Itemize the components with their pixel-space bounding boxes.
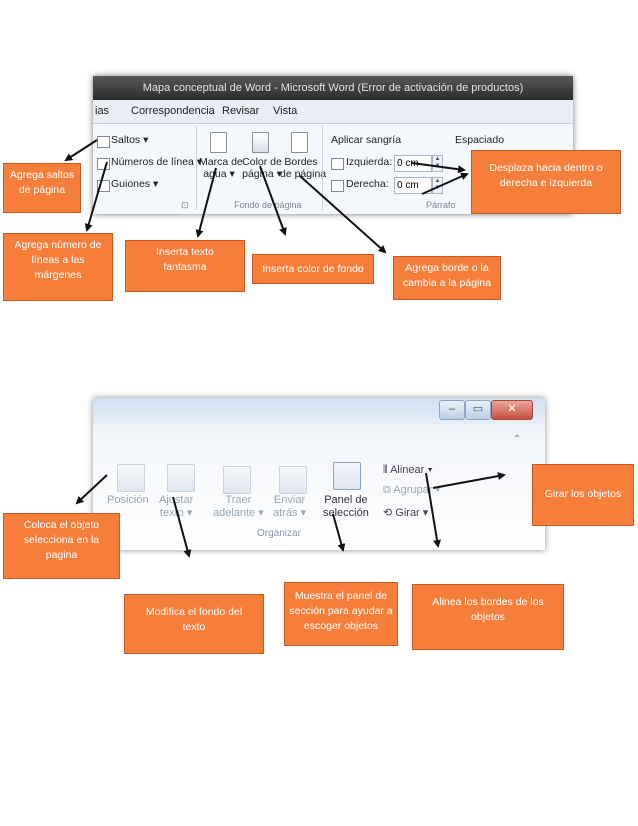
group-label-parrafo: Párrafo (426, 200, 456, 210)
watermark-icon (210, 132, 227, 153)
tab-revisar[interactable]: Revisar (222, 105, 260, 117)
arrow-izquierda (411, 162, 466, 174)
saltos-button[interactable]: Saltos ▾ (111, 134, 149, 146)
bring-forward-icon (223, 466, 251, 494)
agrupar-button[interactable]: ⧉ Agrupar ▾ (383, 484, 441, 496)
posicion-button[interactable]: Posición (107, 494, 149, 506)
group-divider (322, 126, 323, 210)
guiones-button[interactable]: Guiones ▾ (111, 178, 159, 190)
espaciado-label: Espaciado (455, 134, 505, 146)
numeros-linea-button[interactable]: Números de línea ▾ (111, 156, 203, 168)
indent-right-icon (331, 180, 344, 192)
indent-left-icon (331, 158, 344, 170)
group-divider (196, 126, 197, 210)
dialog-launcher-icon[interactable]: ⊡ (181, 200, 189, 210)
group-label-organizar: Organizar (257, 528, 301, 539)
note-color-fondo: Inserta color de fondo (252, 254, 374, 284)
izquierda-label: Izquierda: (346, 156, 393, 168)
arrow-marca-agua (195, 167, 217, 238)
close-icon[interactable]: ✕ (491, 400, 533, 420)
position-icon (117, 464, 145, 492)
note-girar: Girar los objetos (532, 464, 634, 526)
collapse-ribbon-icon[interactable]: ⌃ (513, 434, 522, 445)
arrow-color-pagina (259, 165, 287, 236)
selection-pane-icon (333, 462, 361, 490)
maximize-icon[interactable]: ▭ (465, 400, 491, 420)
ribbon-tab-bar: ias Correspondencia Revisar Vista (93, 100, 573, 124)
tab-vista[interactable]: Vista (273, 105, 298, 117)
saltos-icon (97, 136, 110, 148)
derecha-input[interactable]: 0 cm (394, 177, 432, 194)
window-title: Mapa conceptual de Word - Microsoft Word… (93, 76, 573, 100)
arrow-bordes-pagina (299, 175, 387, 254)
page-color-icon (252, 132, 269, 153)
minimize-icon[interactable]: – (439, 400, 465, 420)
group-label-fondo: Fondo de página (234, 200, 302, 210)
send-backward-icon (279, 466, 307, 494)
aplicar-sangria-label: Aplicar sangría (331, 134, 402, 146)
tab-partial[interactable]: ias (95, 105, 110, 117)
arrow-panel (332, 513, 346, 552)
arrow-saltos (64, 139, 98, 162)
alinear-button[interactable]: ⫴ Alinear ▾ (383, 464, 433, 476)
wrap-text-icon (167, 464, 195, 492)
arrow-girar (432, 472, 506, 489)
tab-correspondencia[interactable]: Correspondencia (131, 105, 215, 117)
arrow-derecha (421, 172, 469, 195)
arrow-numeros-linea (84, 161, 108, 232)
derecha-label: Derecha: (346, 178, 389, 190)
page-borders-icon (291, 132, 308, 153)
girar-button[interactable]: ⟲ Girar ▾ (383, 507, 429, 519)
arrow-posicion (75, 474, 108, 505)
arrow-ajustar (172, 496, 192, 558)
line-numbers-icon (97, 158, 110, 170)
arrow-alinear (425, 472, 441, 548)
